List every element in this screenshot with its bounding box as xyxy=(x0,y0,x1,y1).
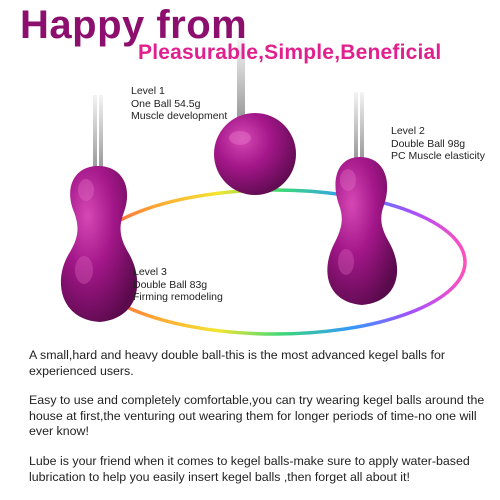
level-3-label: Level 3 Double Ball 83g Firming remodeli… xyxy=(133,266,223,304)
level-1-label: Level 1 One Ball 54.5g Muscle developmen… xyxy=(131,85,227,123)
level-benefit: Firming remodeling xyxy=(133,291,223,303)
level-benefit: Muscle development xyxy=(131,110,228,122)
double-kegel-ball-left xyxy=(60,95,138,322)
level-weight: One Ball 54.5g xyxy=(131,97,201,110)
description-paragraph-1: A small,hard and heavy double ball-this … xyxy=(29,348,446,378)
headline: Happy from xyxy=(20,3,248,47)
level-title: Level 2 xyxy=(391,125,425,137)
description-paragraph-2: Easy to use and completely comfortable,y… xyxy=(29,393,485,438)
description-paragraph-3: Lube is your friend when it comes to keg… xyxy=(29,454,470,484)
double-kegel-ball-right xyxy=(327,92,398,305)
level-weight: Double Ball 98g xyxy=(391,137,466,150)
level-2-label: Level 2 Double Ball 98g PC Muscle elasti… xyxy=(391,125,485,163)
level-title: Level 1 xyxy=(131,85,165,97)
rainbow-ring xyxy=(83,188,467,336)
subheadline: Pleasurable,Simple,Beneficial xyxy=(138,41,442,64)
level-title: Level 3 xyxy=(133,266,167,278)
level-benefit: PC Muscle elasticity xyxy=(391,150,485,162)
level-weight: Double Ball 83g xyxy=(133,278,208,291)
single-kegel-ball xyxy=(214,40,296,195)
